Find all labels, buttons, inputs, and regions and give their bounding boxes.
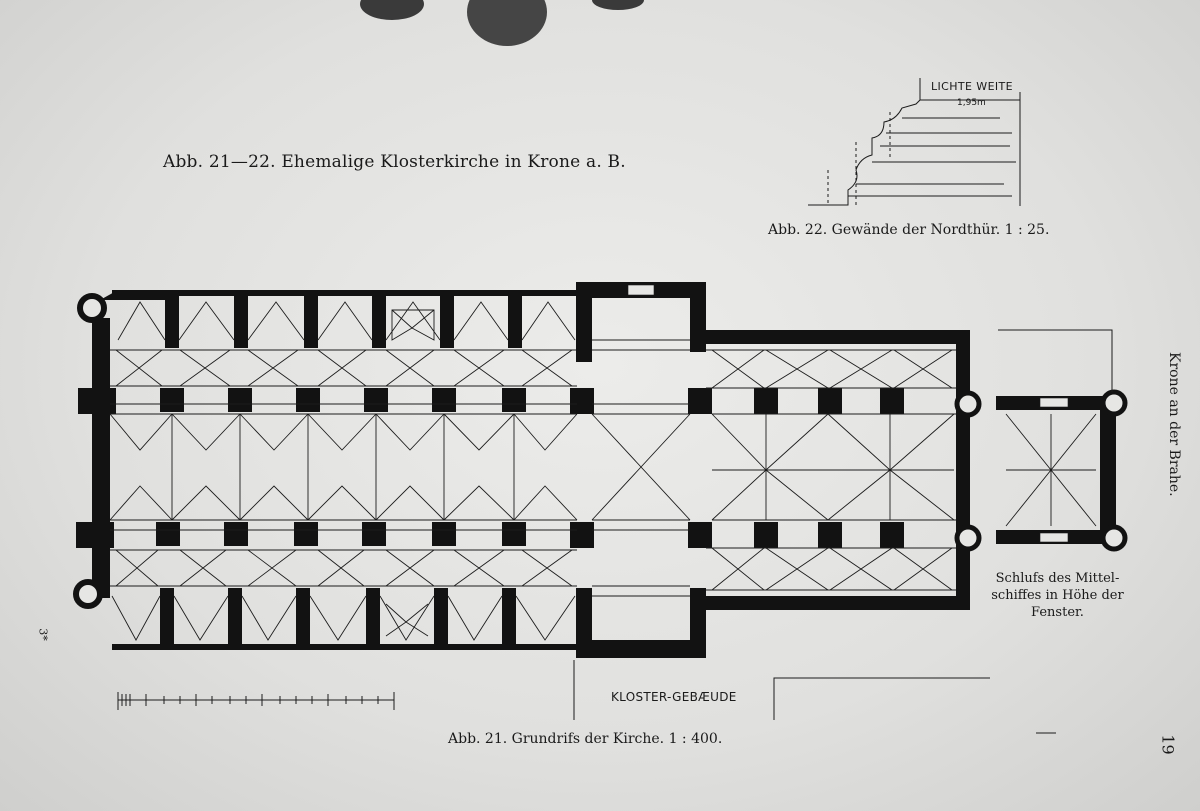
south-chapels bbox=[111, 588, 577, 650]
signature-mark: 3* bbox=[36, 628, 50, 641]
running-side-title: Krone an der Brahe. bbox=[1166, 352, 1182, 497]
lichte-weite-label: LICHTE WEITE bbox=[931, 80, 1014, 93]
finger-shadow-right bbox=[592, 0, 644, 10]
scale-bar bbox=[117, 692, 395, 710]
page-number: 19 bbox=[1158, 734, 1178, 755]
cloister-building-label: KLOSTER-GEBÆUDE bbox=[611, 690, 737, 704]
south-arcade-piers bbox=[156, 522, 594, 548]
finger-shadow-left bbox=[360, 0, 424, 20]
north-arcade-piers bbox=[160, 388, 594, 414]
finger-shadow-center bbox=[467, 0, 547, 46]
opening-width-label: 1,95m bbox=[957, 98, 986, 108]
fig22-door-jamb-profile bbox=[808, 78, 1021, 206]
nave-vault-note: Schlufs des Mittel-schiffes in Höhe der … bbox=[991, 571, 1124, 620]
nave-and-aisles bbox=[73, 290, 594, 650]
fig22-caption: Abb. 22. Gewände der Nordthür. 1 : 25. bbox=[768, 222, 1050, 238]
crossing-tower bbox=[576, 282, 712, 658]
eastern-bay bbox=[996, 329, 1128, 552]
fig21-caption: Abb. 21. Grundrifs der Kirche. 1 : 400. bbox=[448, 731, 723, 747]
choir bbox=[706, 330, 982, 610]
figure-title: Abb. 21—22. Ehemalige Klosterkirche in K… bbox=[163, 152, 626, 172]
cloister-annex-lines bbox=[573, 660, 1056, 734]
north-chapels bbox=[100, 290, 577, 348]
